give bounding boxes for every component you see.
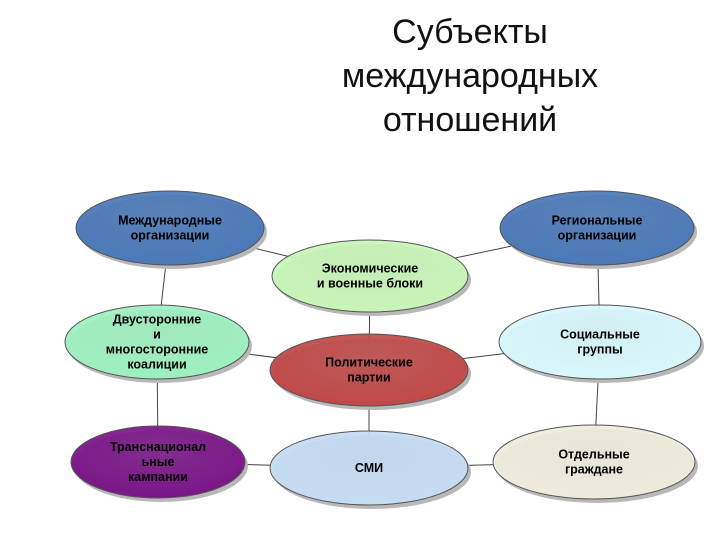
node-label-line: и военные блоки <box>317 277 423 291</box>
title-line-3: отношений <box>382 101 558 139</box>
node-label-line: партии <box>347 371 390 385</box>
node-label-line: Экономические <box>322 262 419 276</box>
node-label-line: граждане <box>565 463 623 477</box>
node-label-line: Отдельные <box>558 448 629 462</box>
node-label-line: организации <box>558 229 637 243</box>
node-ellipse <box>271 239 469 313</box>
node-label-line: Региональные <box>552 214 643 228</box>
node-label-line: организации <box>131 229 210 243</box>
node-ellipse <box>492 424 696 500</box>
node-label-line: СМИ <box>355 461 383 475</box>
node-label-line: кампании <box>128 470 188 484</box>
node-label-line: Транснационал <box>110 440 206 454</box>
node-label-line: многосторонние <box>106 343 209 357</box>
node-label-line: Международные <box>118 214 222 228</box>
node-ellipse <box>269 430 469 506</box>
node-media: СМИ <box>269 430 471 509</box>
node-label-line: Социальные <box>560 328 640 342</box>
node-label-line: ьные <box>142 455 175 469</box>
node-label-line: и <box>153 328 161 342</box>
node-ellipse <box>64 304 250 380</box>
node-label-line: коалиции <box>127 358 186 372</box>
node-label-line: Двусторонние <box>113 313 202 327</box>
node-ellipse <box>499 190 695 266</box>
page-title: Субъекты международных отношений <box>290 10 650 142</box>
title-line-2: международных <box>341 57 599 95</box>
node-ellipse <box>269 333 469 407</box>
node-ellipse <box>70 425 246 499</box>
nodes: МеждународныеорганизацииРегиональныеорга… <box>64 190 704 509</box>
node-label-line: Политические <box>325 356 413 370</box>
title-line-1: Субъекты <box>392 13 548 51</box>
node-ellipse <box>498 304 702 380</box>
node-ellipse <box>75 190 265 266</box>
node-label-line: группы <box>577 343 622 357</box>
